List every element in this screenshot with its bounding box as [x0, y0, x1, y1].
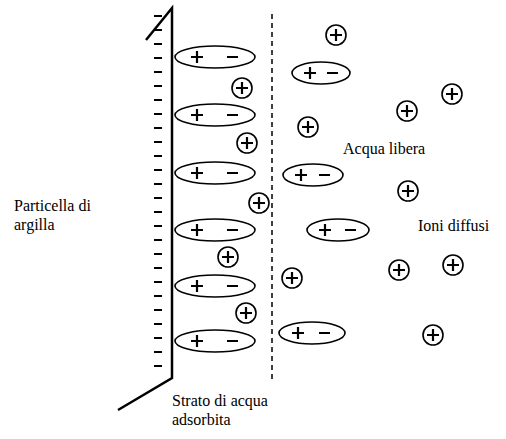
dipole-outline — [175, 162, 255, 184]
surface-negative-charge — [154, 16, 162, 366]
dipole-charges — [292, 327, 330, 339]
cation-outline — [423, 325, 443, 345]
water-dipole — [175, 219, 255, 241]
cation-plus — [427, 329, 439, 341]
particle-surface — [118, 8, 172, 410]
cation-plus — [401, 105, 413, 117]
water-dipole — [307, 219, 369, 241]
dipole-outline — [175, 46, 255, 68]
cation — [423, 325, 443, 345]
cation — [397, 101, 417, 121]
dipole-charges — [191, 109, 238, 121]
dipole-charges — [295, 169, 330, 181]
dipole-outline — [292, 62, 350, 84]
cation — [298, 117, 318, 137]
cation-plus — [241, 137, 253, 149]
cation-plus — [222, 251, 234, 263]
dipole-outline — [279, 322, 345, 344]
cation-outline — [232, 78, 252, 98]
water-dipole — [175, 104, 255, 126]
water-dipole — [175, 330, 255, 352]
cation-plus — [286, 272, 298, 284]
water-dipole — [292, 62, 350, 84]
water-dipoles — [175, 46, 369, 352]
dipole-charges — [191, 167, 238, 179]
cation — [249, 193, 269, 213]
cation-outline — [298, 117, 318, 137]
cation-outline — [389, 260, 409, 280]
cation-outline — [249, 193, 269, 213]
cation — [232, 78, 252, 98]
cation-outline — [442, 84, 462, 104]
cation-outline — [398, 181, 418, 201]
cation-plus — [402, 185, 414, 197]
cation — [389, 260, 409, 280]
dipole-charges — [191, 51, 238, 63]
cation-plus — [446, 88, 458, 100]
cation — [326, 25, 346, 45]
cations — [218, 25, 463, 345]
cation-outline — [326, 25, 346, 45]
dipole-charges — [191, 224, 238, 236]
cation — [236, 303, 256, 323]
cation — [218, 247, 238, 267]
water-dipole — [175, 46, 255, 68]
cation-plus — [447, 259, 459, 271]
cation-plus — [236, 82, 248, 94]
water-dipole — [279, 322, 345, 344]
cation — [398, 181, 418, 201]
cation — [237, 133, 257, 153]
region-label: Acqua libera — [343, 139, 483, 158]
dipole-charges — [304, 67, 338, 79]
layer-boundary — [271, 14, 273, 380]
cation-plus — [393, 264, 405, 276]
dipole-charges — [319, 224, 356, 236]
cation-outline — [236, 303, 256, 323]
cation-plus — [302, 121, 314, 133]
cation-outline — [443, 255, 463, 275]
cation-plus — [330, 29, 342, 41]
water-dipole — [175, 275, 255, 297]
cation-outline — [282, 268, 302, 288]
cation — [443, 255, 463, 275]
dipole-outline — [283, 164, 343, 186]
dipole-outline — [307, 219, 369, 241]
dipole-outline — [175, 219, 255, 241]
cation-plus — [253, 197, 265, 209]
region-label: Ioni diffusi — [418, 216, 502, 235]
layer-label: Strato di acqua adsorbita — [172, 391, 312, 429]
cation-outline — [397, 101, 417, 121]
particle-label: Particella di argilla — [14, 196, 118, 234]
cation — [442, 84, 462, 104]
dipole-charges — [191, 280, 238, 292]
cation — [282, 268, 302, 288]
water-dipole — [175, 162, 255, 184]
dipole-outline — [175, 104, 255, 126]
water-dipole — [283, 164, 343, 186]
cation-outline — [237, 133, 257, 153]
dipole-outline — [175, 275, 255, 297]
cation-outline — [218, 247, 238, 267]
cation-plus — [240, 307, 252, 319]
dipole-outline — [175, 330, 255, 352]
dipole-charges — [191, 335, 238, 347]
